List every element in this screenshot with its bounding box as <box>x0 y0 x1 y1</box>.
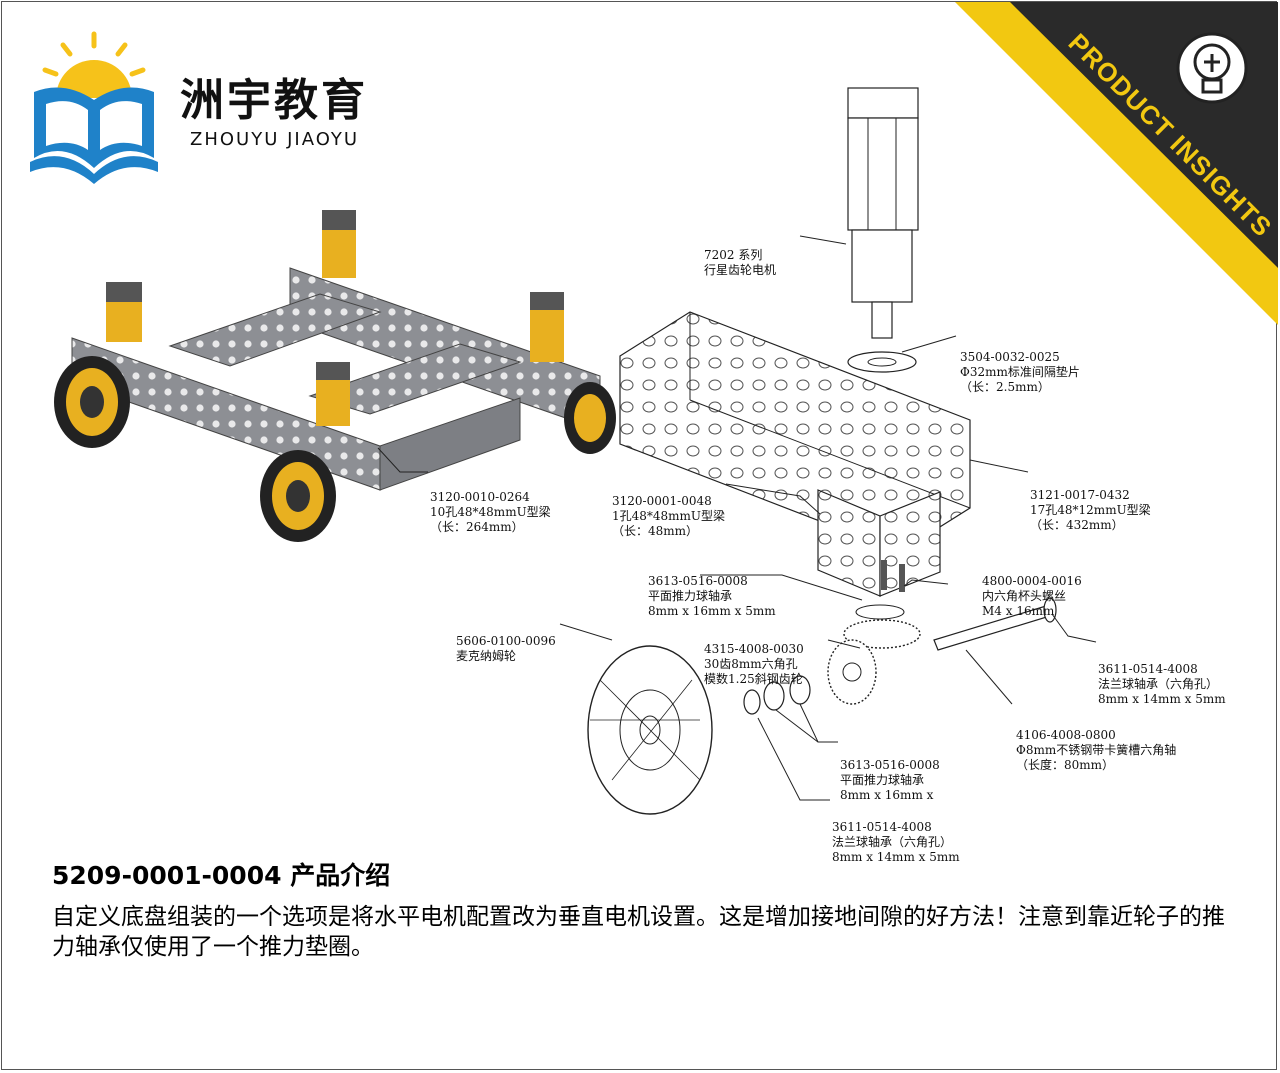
product-title: 5209-0001-0004 产品介绍 <box>52 861 391 890</box>
exploded-spacer <box>847 351 917 373</box>
brand-name-cn: 洲宇教育 <box>180 75 368 126</box>
exploded-mecanum-wheel <box>587 645 713 815</box>
chassis-motor <box>106 282 142 342</box>
exploded-beam-48 <box>817 489 941 597</box>
exploded-thrust-bearing <box>855 604 905 620</box>
brand-name-en: ZHOUYU JIAOYU <box>190 129 360 150</box>
mecanum-wheel <box>564 382 616 454</box>
product-description: 自定义底盘组装的一个选项是将水平电机配置改为垂直电机设置。这是增加接地间隙的好方… <box>52 904 1225 960</box>
mecanum-wheel <box>260 450 336 542</box>
exploded-screws <box>881 560 905 592</box>
chassis-motor <box>530 292 564 362</box>
exploded-beam-432 <box>619 311 971 553</box>
chassis-motor <box>322 210 356 278</box>
exploded-gear <box>827 619 921 705</box>
mecanum-wheel <box>54 356 130 448</box>
label-motor: 7202 系列行星齿轮电机 <box>704 248 777 277</box>
exploded-motor <box>847 87 919 339</box>
lightbulb-wrench-icon <box>1176 32 1248 104</box>
leader-lines <box>377 235 1097 801</box>
exploded-washers <box>743 675 811 715</box>
assembled-chassis <box>54 210 616 542</box>
zhouyu-logo <box>30 31 158 184</box>
chassis-motor <box>316 362 350 426</box>
